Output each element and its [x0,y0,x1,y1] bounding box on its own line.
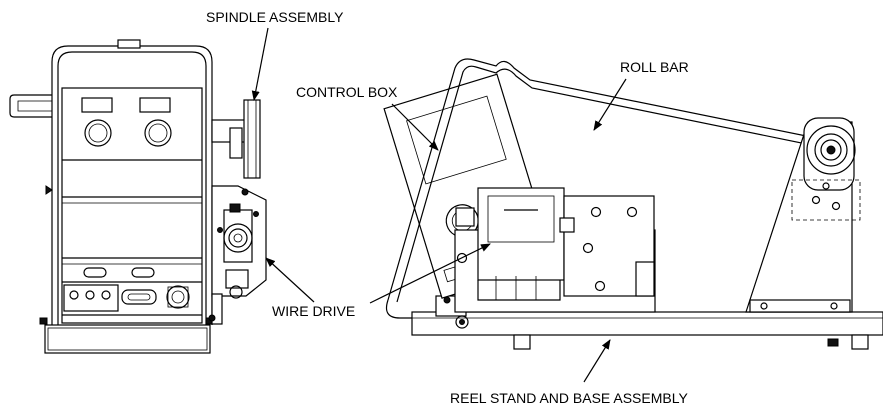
label-wire-drive: WIRE DRIVE [272,303,355,319]
label-roll-bar: ROLL BAR [620,59,689,75]
leader-lines [251,27,627,383]
label-spindle-assembly: SPINDLE ASSEMBLY [206,9,344,25]
side-view [383,58,883,350]
front-view [9,39,267,354]
label-control-box: CONTROL BOX [296,84,398,100]
label-reel-stand-base-assembly: REEL STAND AND BASE ASSEMBLY [450,390,688,406]
